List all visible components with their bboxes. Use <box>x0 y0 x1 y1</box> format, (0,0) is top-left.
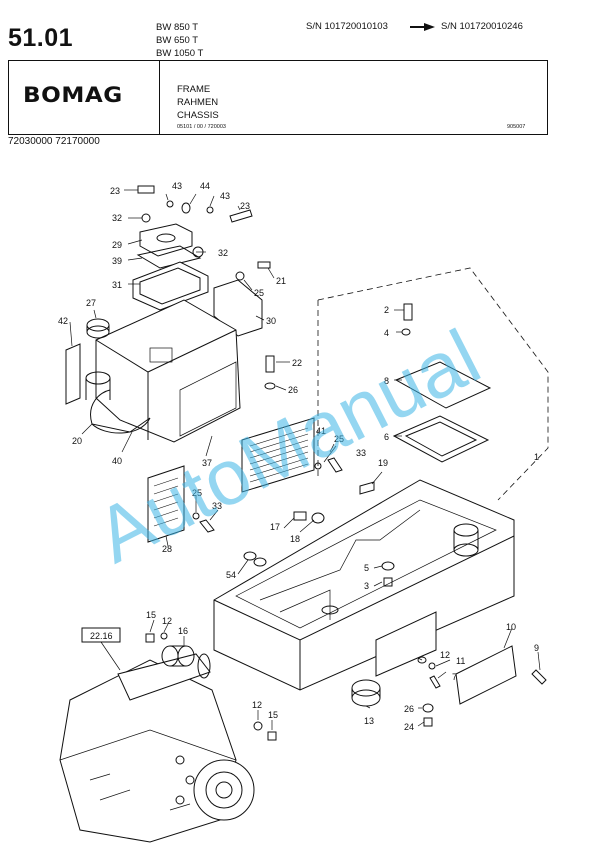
callout-7: 7 <box>452 672 457 682</box>
callout-28: 28 <box>162 544 172 554</box>
grille-plate-28 <box>147 465 185 543</box>
callout-23: 23 <box>110 186 120 196</box>
callout-11: 11 <box>456 656 465 666</box>
model-bw850t: BW 850 T <box>156 22 199 33</box>
callout-33: 33 <box>356 448 366 458</box>
callout-44: 44 <box>200 181 210 191</box>
callout-4: 4 <box>384 328 389 338</box>
callout-40: 40 <box>112 456 122 466</box>
callout-21: 21 <box>276 276 286 286</box>
callout-12: 12 <box>162 616 172 626</box>
callout-31: 31 <box>112 280 122 290</box>
grille-plate-41 <box>241 417 315 493</box>
callout-22: 22 <box>292 358 302 368</box>
callout-41: 41 <box>316 426 326 436</box>
gasket-6-inner <box>404 421 478 457</box>
tank-housing <box>65 299 241 443</box>
callout-20: 20 <box>72 436 82 446</box>
reference-box: 22.16 <box>81 627 121 671</box>
callout-25: 25 <box>334 434 344 444</box>
model-list: BW 850 T BW 650 T BW 1050 T <box>156 21 203 60</box>
callout-32: 32 <box>112 213 122 223</box>
callout-32: 32 <box>218 248 228 258</box>
bracket-assembly <box>132 223 209 311</box>
reference-box-label: 22.16 <box>90 631 113 641</box>
side-cover-10 <box>455 645 517 705</box>
model-bw1050t: BW 1050 T <box>156 48 204 59</box>
callout-8: 8 <box>384 376 389 386</box>
callout-33: 33 <box>212 501 222 511</box>
callout-17: 17 <box>270 522 280 532</box>
callout-numbers: 23 43 44 43 23 32 29 32 39 21 31 25 27 3… <box>58 181 539 732</box>
title-divider <box>159 61 160 134</box>
document-code: 05101 / 00 / 720003 <box>177 124 226 130</box>
serial-from: S/N 101720010103 <box>306 21 388 32</box>
callout-12: 12 <box>252 700 262 710</box>
callout-13: 13 <box>364 716 374 726</box>
callout-26: 26 <box>404 704 414 714</box>
serial-to: S/N 101720010246 <box>441 21 523 32</box>
callout-43: 43 <box>172 181 182 191</box>
callout-30: 30 <box>266 316 276 326</box>
callout-1: 1 <box>534 452 539 462</box>
fasteners <box>137 185 547 741</box>
callout-18: 18 <box>290 534 300 544</box>
callout-27: 27 <box>86 298 96 308</box>
title-en: FRAME <box>177 84 211 95</box>
drum-motor-assembly <box>59 653 255 843</box>
callout-39: 39 <box>112 256 122 266</box>
callout-37: 37 <box>202 458 212 468</box>
title-block: BOMAG FRAME RAHMEN CHASSIS 05101 / 00 / … <box>8 60 548 135</box>
title-de: RAHMEN <box>177 97 219 108</box>
callout-42: 42 <box>58 316 68 326</box>
callout-24: 24 <box>404 722 414 732</box>
callout-25: 25 <box>192 488 202 498</box>
callout-10: 10 <box>506 622 516 632</box>
gasket-6 <box>392 415 490 463</box>
frame-dashed-outline <box>317 267 549 501</box>
callout-15: 15 <box>146 610 156 620</box>
callout-15: 15 <box>268 710 278 720</box>
callout-5: 5 <box>364 563 369 573</box>
callout-43: 43 <box>220 191 230 201</box>
vibration-mount-13 <box>351 679 381 707</box>
cover-8 <box>394 361 492 409</box>
title-fr: CHASSIS <box>177 110 219 121</box>
callout-6: 6 <box>384 432 389 442</box>
callout-54: 54 <box>226 570 236 580</box>
callout-29: 29 <box>112 240 122 250</box>
rubber-mount-16 <box>161 645 195 667</box>
section-titles: FRAME RAHMEN CHASSIS <box>177 83 219 122</box>
page-number: 51.01 <box>8 24 74 52</box>
arrow-right-icon <box>410 23 435 31</box>
callout-12: 12 <box>440 650 450 660</box>
callout-25: 25 <box>254 288 264 298</box>
leader-lines <box>69 189 541 730</box>
callout-16: 16 <box>178 626 188 636</box>
figure-code: 905007 <box>507 124 526 130</box>
main-frame <box>213 479 515 691</box>
callout-26: 26 <box>288 385 298 395</box>
bomag-logo: BOMAG <box>23 83 123 107</box>
callout-9: 9 <box>534 643 539 653</box>
model-bw650t: BW 650 T <box>156 35 199 46</box>
part-numbers: 72030000 72170000 <box>8 136 100 147</box>
callout-23: 23 <box>240 201 250 211</box>
callout-3: 3 <box>364 581 369 591</box>
callout-19: 19 <box>378 458 388 468</box>
callout-2: 2 <box>384 305 389 315</box>
